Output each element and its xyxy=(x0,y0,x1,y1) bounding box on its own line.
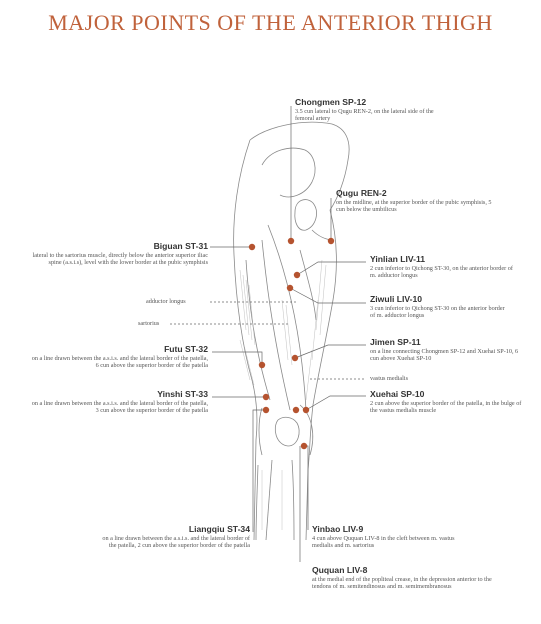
label-ziwuli: Ziwuli LIV-10 3 cun inferior to Qichong … xyxy=(370,294,510,320)
label-qugu-desc: on the midline, at the superior border o… xyxy=(336,198,492,214)
label-chongmen-desc: 3.5 cun lateral to Qugu REN-2, on the la… xyxy=(295,107,434,123)
label-yinshi-name: Yinshi ST-33 xyxy=(157,389,208,399)
thigh-sketch xyxy=(233,121,350,541)
point-liangqiu xyxy=(262,406,270,414)
point-yinshi xyxy=(262,393,270,401)
point-futu xyxy=(258,361,266,369)
label-qugu-name: Qugu REN-2 xyxy=(336,188,387,198)
label-liangqiu: Liangqiu ST-34 on a line drawn between t… xyxy=(100,524,250,550)
label-yinbao: Yinbao LIV-9 4 cun above Ququan LIV-8 in… xyxy=(312,524,477,550)
label-ququan-name: Ququan LIV-8 xyxy=(312,565,368,575)
page-title: MAJOR POINTS OF THE ANTERIOR THIGH xyxy=(48,10,493,35)
leader-ziwuli xyxy=(289,287,366,304)
leader-xuehai xyxy=(305,395,366,411)
label-futu-desc: on a line drawn between the a.s.i.s. and… xyxy=(31,354,208,370)
thigh-lateral-outline xyxy=(233,139,258,541)
label-qugu: Qugu REN-2 on the midline, at the superi… xyxy=(336,188,501,214)
point-chongmen xyxy=(287,237,295,245)
label-futu: Futu ST-32 on a line drawn between the a… xyxy=(30,344,208,370)
point-yinlian xyxy=(293,271,301,279)
label-jimen-name: Jimen SP-11 xyxy=(370,337,421,347)
label-biguan-desc: lateral to the sartorius muscle, directl… xyxy=(32,251,208,267)
label-ququan: Ququan LIV-8 at the medial end of the po… xyxy=(312,565,492,591)
label-yinlian: Yinlian LIV-11 2 cun inferior to Qichong… xyxy=(370,254,520,280)
label-yinbao-name: Yinbao LIV-9 xyxy=(312,524,364,534)
leader-liangqiu xyxy=(252,409,266,532)
label-xuehai-desc: 2 cun above the superior border of the p… xyxy=(370,399,522,415)
point-qugu xyxy=(327,237,335,245)
knee-medial xyxy=(299,404,314,456)
label-yinbao-desc: 4 cun above Ququan LIV-8 in the cleft be… xyxy=(312,534,455,550)
acupoints xyxy=(248,237,335,450)
label-biguan: Biguan ST-31 lateral to the sartorius mu… xyxy=(30,241,208,267)
label-jimen-desc: on a line connecting Chongmen SP-12 and … xyxy=(370,347,519,363)
point-biguan xyxy=(248,243,256,251)
leader-yinlian xyxy=(296,261,366,276)
knee-lateral xyxy=(258,407,263,456)
label-chongmen-name: Chongmen SP-12 xyxy=(295,97,367,107)
fibula xyxy=(255,464,259,541)
point-xuehai-2 xyxy=(292,406,300,414)
thigh-medial-outline xyxy=(305,209,337,541)
label-ziwuli-desc: 3 cun inferior to Qichong ST-30 on the a… xyxy=(370,304,505,320)
label-sartorius: sartorius xyxy=(138,320,160,327)
patella xyxy=(274,416,300,447)
label-liangqiu-desc: on a line drawn between the a.s.i.s. and… xyxy=(102,534,250,550)
label-vastus: vastus medialis xyxy=(370,375,408,382)
label-ziwuli-name: Ziwuli LIV-10 xyxy=(370,294,423,304)
point-ziwuli xyxy=(286,284,294,292)
label-yinshi-desc: on a line drawn between the a.s.i.s. and… xyxy=(31,399,208,415)
femoral-head xyxy=(294,199,317,231)
tibia-right xyxy=(291,459,295,541)
label-yinshi: Yinshi ST-33 on a line drawn between the… xyxy=(30,389,208,415)
sartorius-line xyxy=(267,224,307,411)
adductor-line xyxy=(299,249,317,321)
label-yinlian-name: Yinlian LIV-11 xyxy=(370,254,426,264)
point-jimen xyxy=(291,354,299,362)
label-yinlian-desc: 2 cun inferior to Qichong ST-30, on the … xyxy=(370,264,513,280)
label-adductor: adductor longus xyxy=(146,298,186,305)
vastus-lateralis xyxy=(245,259,271,401)
leader-futu xyxy=(212,351,263,365)
sketch-shading xyxy=(239,259,327,530)
label-jimen: Jimen SP-11 on a line connecting Chongme… xyxy=(370,337,520,363)
leader-lines xyxy=(170,106,366,562)
pelvis-outline xyxy=(249,121,350,211)
tibia-left xyxy=(265,459,273,541)
label-ququan-desc: at the medial end of the popliteal creas… xyxy=(312,575,492,591)
label-xuehai: Xuehai SP-10 2 cun above the superior bo… xyxy=(370,389,522,415)
label-liangqiu-name: Liangqiu ST-34 xyxy=(188,524,250,534)
label-chongmen: Chongmen SP-12 3.5 cun lateral to Qugu R… xyxy=(295,97,435,123)
point-yinbao xyxy=(300,442,308,450)
point-xuehai xyxy=(302,406,310,414)
leader-jimen xyxy=(294,344,366,359)
hip-inner xyxy=(261,147,316,198)
label-futu-name: Futu ST-32 xyxy=(164,344,208,354)
label-xuehai-name: Xuehai SP-10 xyxy=(370,389,425,399)
label-biguan-name: Biguan ST-31 xyxy=(153,241,208,251)
rectus-femoris xyxy=(261,239,291,411)
